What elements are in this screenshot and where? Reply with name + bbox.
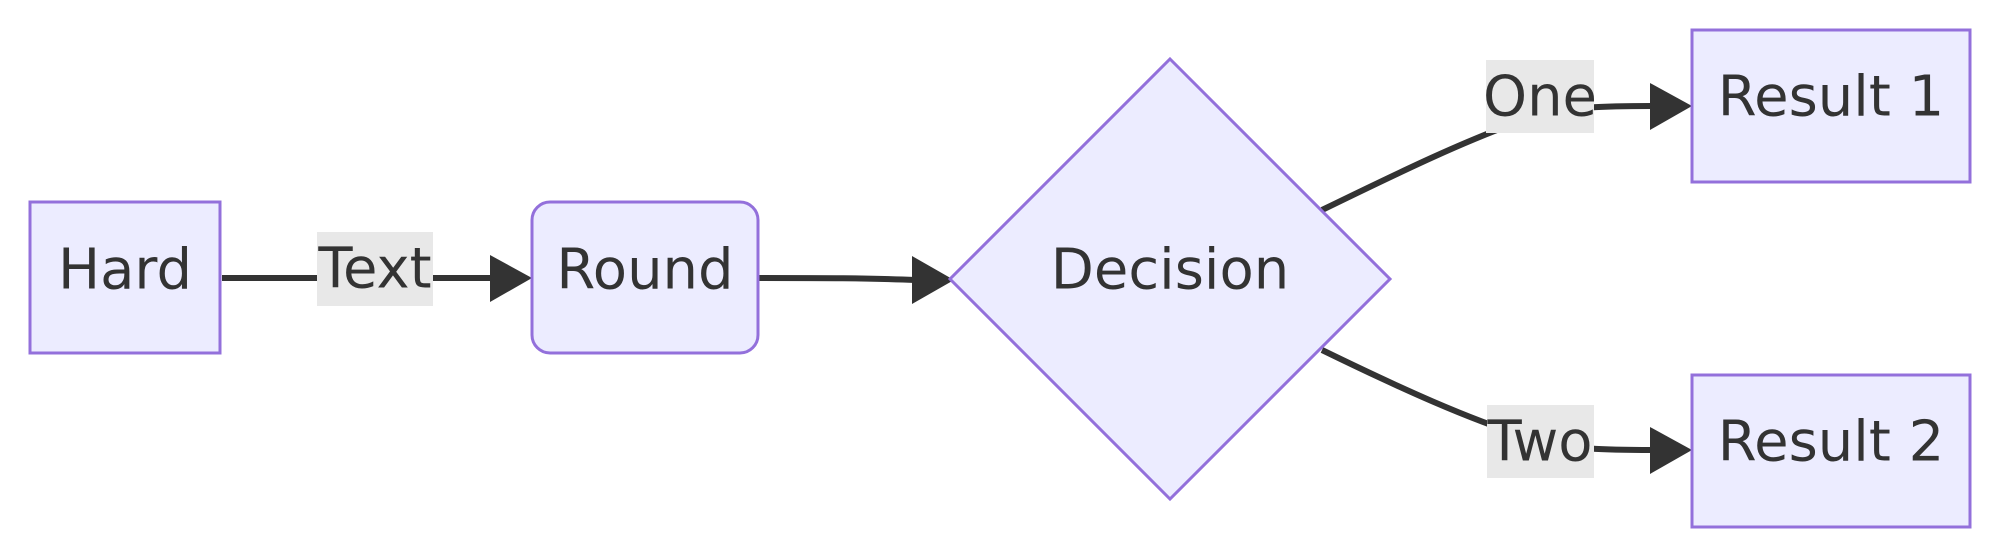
node-decision[interactable]: Decision [947,56,1393,502]
node-label: Result 1 [1718,65,1944,130]
arrowhead-round [490,255,532,302]
arrowhead-result1 [1650,83,1692,130]
node-hard[interactable]: Hard [28,200,222,355]
edge-hard-to-round: Text [222,232,532,306]
node-round[interactable]: Round [530,200,760,355]
node-hard-box [28,200,222,355]
node-result-2[interactable]: Result 2 [1690,373,1972,529]
edge-label-text: Two [1487,410,1593,475]
node-result-1-box [1690,28,1972,184]
node-decision-diamond [947,56,1393,502]
edge-decision-to-result1: One [1320,60,1692,213]
node-label: Round [556,238,733,303]
edge-label-background [1487,405,1594,478]
arrowhead-result2 [1650,427,1692,474]
edge-decision-to-result2: Two [1320,347,1692,478]
edge-label-background [317,232,433,306]
arrowhead-decision [912,256,954,304]
edge-round-to-decision [758,256,954,304]
edge-label-text: One [1483,65,1597,130]
node-result-2-box [1690,373,1972,529]
edge-label-background [1486,60,1594,133]
edge-label-text: Text [317,237,431,302]
node-label: Result 2 [1718,410,1944,475]
node-result-1[interactable]: Result 1 [1690,28,1972,184]
node-label: Decision [1051,238,1289,303]
node-label: Hard [58,238,192,303]
node-round-box [530,200,760,355]
